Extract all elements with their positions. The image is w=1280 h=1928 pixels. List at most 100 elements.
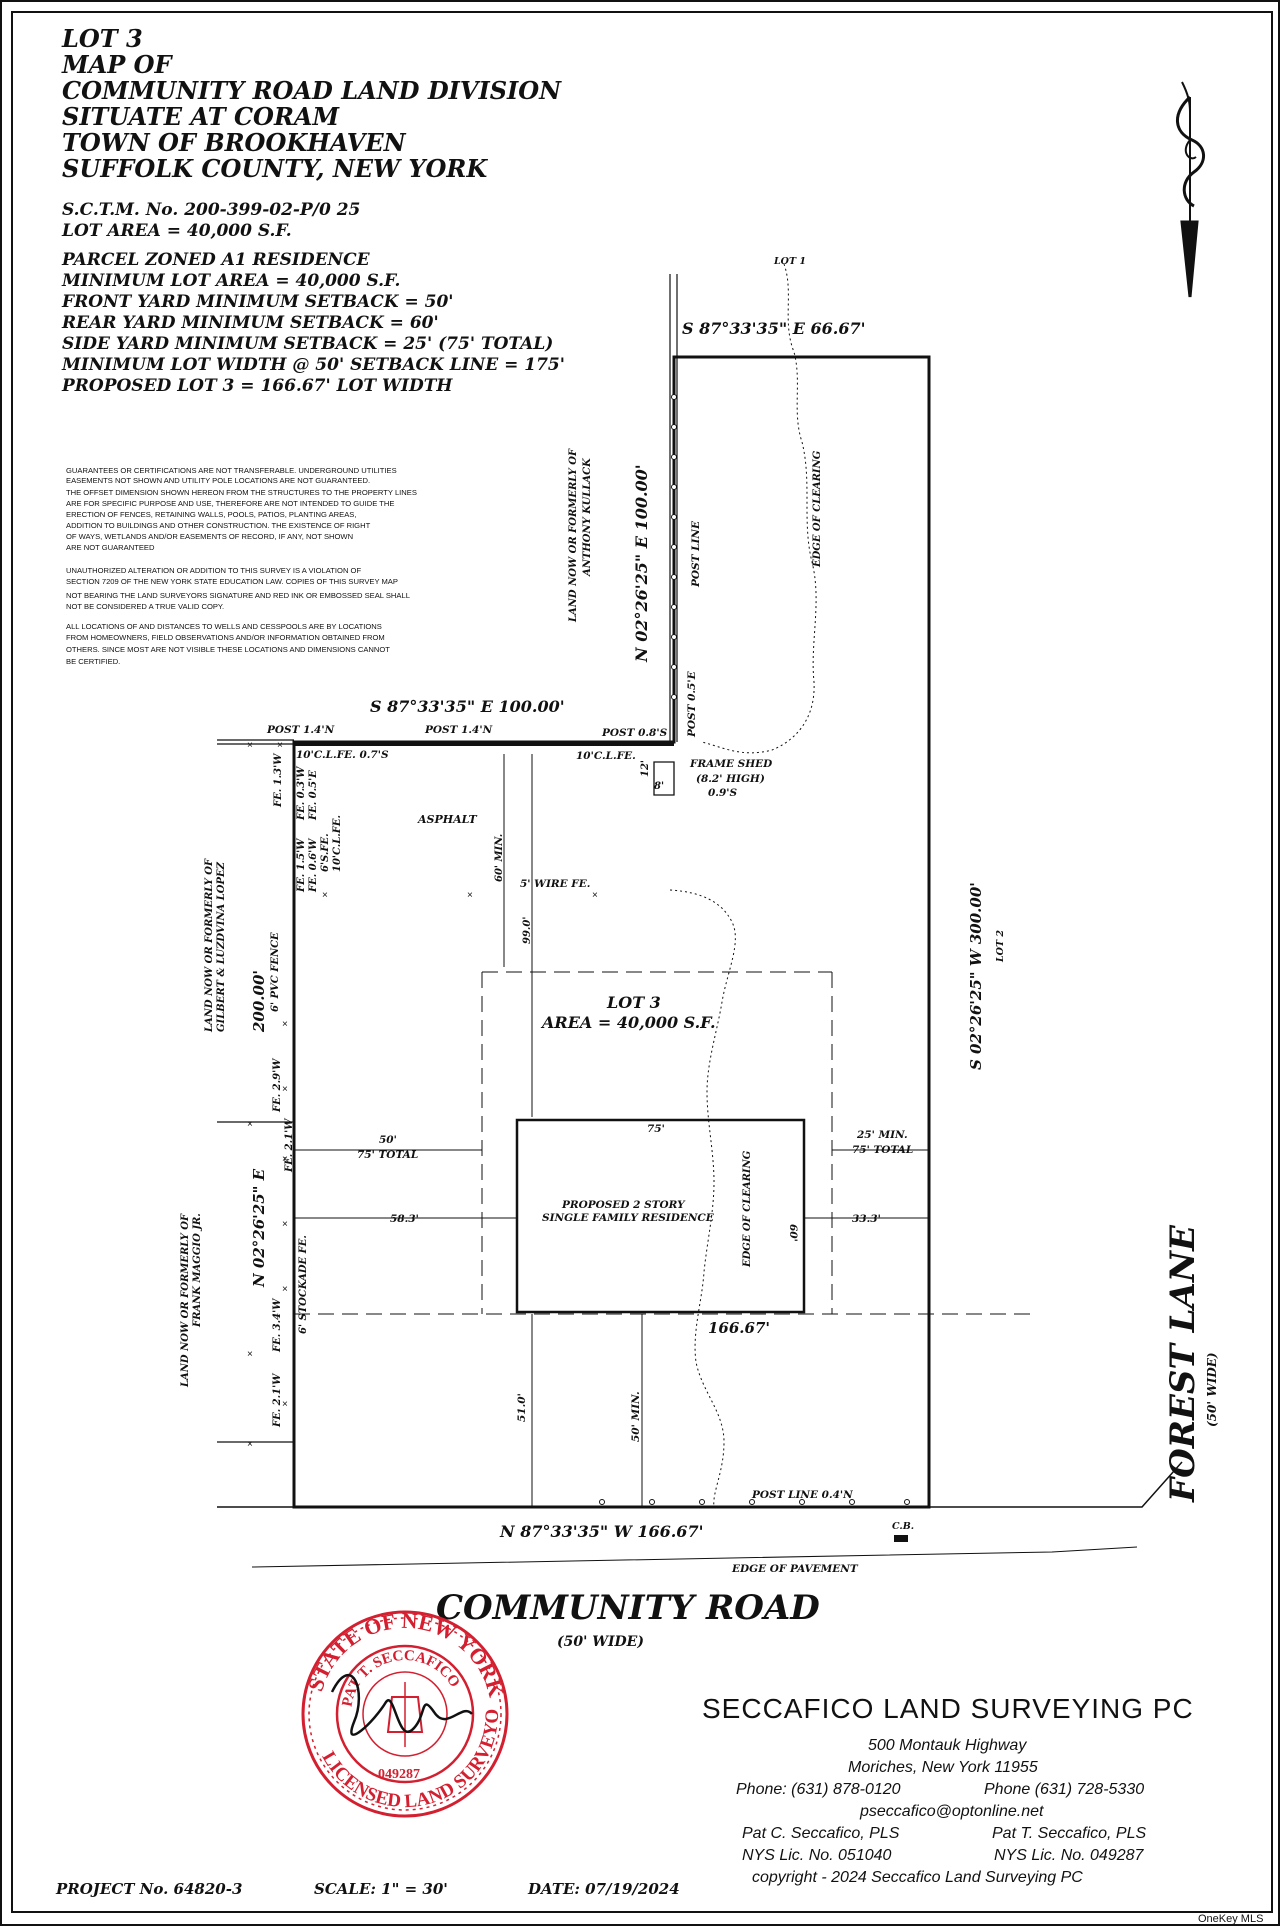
svg-text:×: × bbox=[282, 1019, 288, 1030]
note-line: OTHERS. SINCE MOST ARE NOT VISIBLE THESE… bbox=[66, 645, 390, 654]
svg-text:×: × bbox=[282, 1399, 288, 1410]
house-label: SINGLE FAMILY RESIDENCE bbox=[542, 1212, 715, 1224]
note-line: ARE FOR SPECIFIC PURPOSE AND USE, THEREF… bbox=[66, 499, 394, 508]
dim-label: 75' bbox=[647, 1123, 665, 1135]
dim-label: 60' bbox=[787, 1224, 799, 1242]
company-phone: Phone: (631) 878-0120 bbox=[736, 1781, 901, 1798]
lot3-label: LOT 3 bbox=[606, 993, 661, 1012]
edge-clearing-label: EDGE OF CLEARING bbox=[812, 450, 823, 568]
catch-basin-label: C.B. bbox=[892, 1521, 914, 1532]
edge-of-clearing bbox=[669, 263, 817, 1508]
dim-label: 33.3' bbox=[852, 1213, 881, 1225]
svg-text:×: × bbox=[282, 1219, 288, 1230]
north-bearing: N 02°26'25" E 100.00' bbox=[632, 464, 651, 663]
shed-label: 0.9'S bbox=[708, 787, 737, 799]
sctm-number: S.C.T.M. No. 200-399-02-P/0 25 bbox=[62, 200, 360, 220]
fence-label: FE. 0.3'W bbox=[296, 765, 307, 821]
note-line: ARE NOT GUARANTEED bbox=[66, 543, 155, 552]
company-phone: Phone (631) 728-5330 bbox=[984, 1781, 1144, 1798]
dim-label: 51.0' bbox=[516, 1393, 528, 1422]
svg-text:×: × bbox=[467, 890, 473, 901]
post-label: POST 0.8'S bbox=[601, 727, 668, 739]
edge-clearing-label: EDGE OF CLEARING bbox=[742, 1150, 753, 1268]
svg-text:×: × bbox=[277, 740, 283, 751]
title-line: TOWN OF BROOKHAVEN bbox=[62, 128, 407, 157]
note-line: ALL LOCATIONS OF AND DISTANCES TO WELLS … bbox=[66, 622, 382, 631]
asphalt-label: ASPHALT bbox=[417, 813, 478, 826]
cross-road-name: FOREST LANE bbox=[1163, 1224, 1203, 1503]
surveyor-name: Pat C. Seccafico, PLS bbox=[742, 1825, 900, 1842]
fence-label: FE. 0.6'W bbox=[308, 837, 319, 893]
neighbor-lopez: GILBERT & LUZDVINA LOPEZ bbox=[216, 861, 227, 1032]
note-line: NOT BE CONSIDERED A TRUE VALID COPY. bbox=[66, 602, 224, 611]
title-block: LOT 3 MAP OF COMMUNITY ROAD LAND DIVISIO… bbox=[61, 24, 562, 241]
shed-dim: 8' bbox=[654, 781, 664, 792]
mid-bearing: S 87°33'35" E 100.00' bbox=[370, 697, 565, 716]
fence-marks: ×× ××× ××× ××× ××× bbox=[247, 740, 598, 1450]
neighbor-lines bbox=[217, 274, 678, 1443]
fence-label: FE. 0.5'E bbox=[308, 770, 319, 821]
note-line: FROM HOMEOWNERS, FIELD OBSERVATIONS AND/… bbox=[66, 633, 385, 642]
copyright: copyright - 2024 Seccafico Land Surveyin… bbox=[752, 1869, 1083, 1886]
license-number: NYS Lic. No. 049287 bbox=[994, 1847, 1145, 1864]
neighbor-maggio: FRANK MAGGIO JR. bbox=[192, 1213, 203, 1328]
dim-label: 58.3' bbox=[390, 1213, 419, 1225]
svg-text:×: × bbox=[592, 890, 598, 901]
title-line: MAP OF bbox=[61, 50, 173, 79]
inner-border bbox=[11, 11, 1273, 1913]
fence-label: 10'C.L.FE. bbox=[576, 750, 636, 762]
license-number: NYS Lic. No. 051040 bbox=[742, 1847, 892, 1864]
post-label: POST 1.4'N bbox=[424, 724, 493, 736]
neighbor-kullack: LAND NOW OR FORMERLY OF bbox=[568, 448, 579, 623]
signature-mark bbox=[330, 1674, 473, 1736]
fence-label: 10'C.L.FE. 0.7'S bbox=[296, 749, 389, 761]
note-line: GUARANTEES OR CERTIFICATIONS ARE NOT TRA… bbox=[66, 466, 397, 475]
west-bearing: N 02°26'25" E bbox=[250, 1168, 268, 1288]
wire-fence-label: 5' WIRE FE. bbox=[520, 878, 590, 890]
zoning-line: PARCEL ZONED A1 RESIDENCE bbox=[61, 250, 371, 270]
dim-label: 50' bbox=[379, 1134, 397, 1146]
zoning-line: SIDE YARD MINIMUM SETBACK = 25' (75' TOT… bbox=[62, 334, 553, 354]
south-bearing: N 87°33'35" W 166.67' bbox=[499, 1522, 703, 1541]
lot2-label: LOT 2 bbox=[995, 930, 1006, 963]
west-dim: 200.00' bbox=[250, 970, 268, 1033]
svg-text:×: × bbox=[247, 1439, 253, 1450]
post-line-label: POST LINE 0.4'N bbox=[751, 1489, 853, 1501]
note-line: EASEMENTS NOT SHOWN AND UTILITY POLE LOC… bbox=[66, 476, 370, 485]
min-setback: 60' MIN. bbox=[494, 834, 505, 882]
cross-road-width: (50' WIDE) bbox=[1205, 1352, 1219, 1427]
dim-label: 75' TOTAL bbox=[852, 1144, 913, 1156]
neighbor-maggio: LAND NOW OR FORMERLY OF bbox=[180, 1213, 191, 1388]
fence-label: 10'C.L.FE. bbox=[332, 815, 343, 872]
fence-label: FE. 3.4'W bbox=[272, 1297, 283, 1353]
setback-lines bbox=[294, 971, 1032, 1315]
svg-text:×: × bbox=[282, 1284, 288, 1295]
post-label: POST 1.4'N bbox=[266, 724, 335, 736]
svg-text:×: × bbox=[282, 1154, 288, 1165]
fence-label: 6'S.FE. bbox=[320, 833, 331, 872]
note-line: BE CERTIFIED. bbox=[66, 657, 120, 666]
neighbor-kullack: ANTHONY KULLACK bbox=[582, 457, 593, 577]
note-line: NOT BEARING THE LAND SURVEYORS SIGNATURE… bbox=[66, 591, 410, 600]
note-line: OF WAYS, WETLANDS AND/OR EASEMENTS OF RE… bbox=[66, 532, 353, 541]
company-block: SECCAFICO LAND SURVEYING PC 500 Montauk … bbox=[702, 1693, 1194, 1886]
fence-label: FE. 1.3'W bbox=[273, 752, 284, 808]
north-arrow-icon bbox=[1176, 81, 1205, 298]
top-bearing: S 87°33'35" E 66.67' bbox=[682, 319, 866, 338]
fence-label: FE. 2.9'W bbox=[272, 1057, 283, 1113]
fence-label: FE. 2.1'W bbox=[272, 1372, 283, 1428]
dim-label: 99.0' bbox=[522, 917, 533, 944]
dimension-lines bbox=[294, 754, 929, 1507]
lot-width-dim: 166.67' bbox=[708, 1319, 770, 1337]
company-email: pseccafico@optonline.net bbox=[859, 1803, 1044, 1820]
title-line: SUFFOLK COUNTY, NEW YORK bbox=[62, 154, 488, 183]
fence-label: 6' PVC FENCE bbox=[270, 932, 281, 1012]
fence-label: FE. 1.5'W bbox=[296, 837, 307, 893]
footer: PROJECT No. 64820-3 SCALE: 1" = 30' DATE… bbox=[55, 1880, 1263, 1925]
company-name: SECCAFICO LAND SURVEYING PC bbox=[702, 1693, 1194, 1724]
svg-text:×: × bbox=[322, 890, 328, 901]
road-width: (50' WIDE) bbox=[557, 1634, 644, 1650]
map-scale: SCALE: 1" = 30' bbox=[314, 1880, 448, 1898]
note-line: SECTION 7209 OF THE NEW YORK STATE EDUCA… bbox=[66, 577, 398, 586]
